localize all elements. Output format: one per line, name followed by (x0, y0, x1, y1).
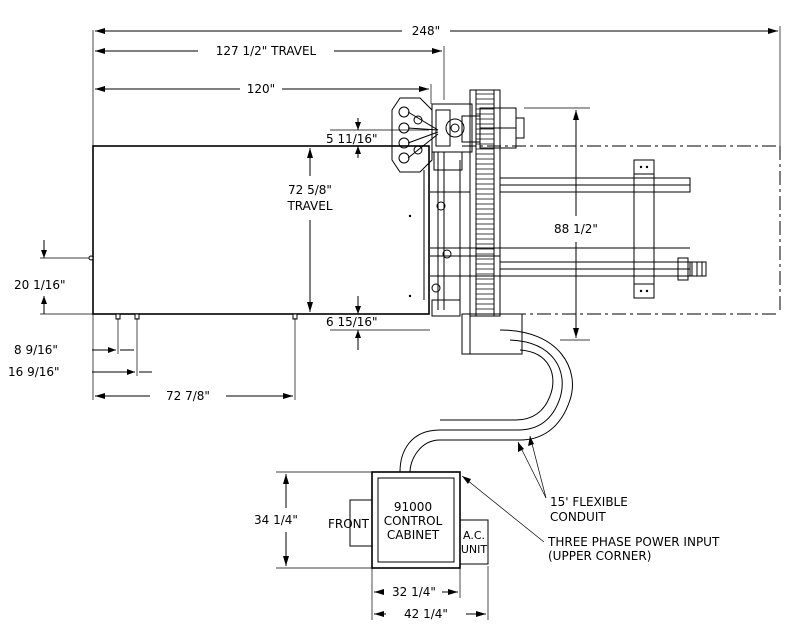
dim-width-88-label: 88 1/2" (554, 222, 598, 236)
dim-height-20 (40, 240, 93, 315)
dim-travel-x-label: 127 1/2" TRAVEL (216, 44, 317, 58)
cabinet-model: 91000 (394, 500, 432, 514)
ac-unit (459, 519, 489, 565)
machine-table (92, 145, 430, 315)
dim-cabinet-width-outer (374, 566, 489, 620)
dim-offset-bottom-label: 6 15/16" (326, 315, 378, 329)
cabinet-name: CABINET (387, 528, 440, 542)
dim-width-72-label: 72 7/8" (166, 389, 210, 403)
dim-offset-top-label: 5 11/16" (326, 132, 378, 146)
ac-unit-line1: A.C. (463, 529, 485, 542)
dim-cabinet-width-inner (371, 566, 461, 620)
dim-leg-1 (92, 318, 134, 354)
dim-leg-2 (92, 318, 152, 376)
dim-width-88 (524, 107, 590, 341)
dim-overall-length (95, 26, 781, 146)
conduit-callout-line1: 15' FLEXIBLE (550, 495, 628, 509)
power-input-leader (461, 475, 545, 543)
dim-offset-top (320, 118, 429, 158)
ac-unit-line2: UNIT (461, 543, 488, 556)
conduit-callout-line2: CONDUIT (550, 510, 606, 524)
base-frame (430, 145, 781, 355)
dim-leg-1-label: 8 9/16" (14, 343, 58, 357)
dim-offset-bottom (330, 296, 430, 350)
dim-leg-2-label: 16 9/16" (8, 365, 60, 379)
dim-width-72 (95, 318, 296, 400)
cable-carrier (469, 89, 501, 317)
dim-travel-y-value: 72 5/8" (288, 183, 332, 197)
table-corner-pin (88, 255, 94, 261)
dim-cabinet-height (276, 471, 372, 569)
spindle-head (391, 97, 525, 317)
dim-length-120 (95, 84, 432, 104)
dim-travel-y (307, 148, 313, 312)
dim-travel-x (95, 46, 445, 100)
dim-overall-length-label: 248" (412, 24, 440, 38)
dim-travel-y-label: TRAVEL (286, 199, 332, 213)
dim-length-120-label: 120" (247, 82, 275, 96)
dim-cabinet-width-inner-label: 32 1/4" (392, 585, 436, 599)
power-callout-line2: (UPPER CORNER) (548, 549, 651, 563)
cabinet-control: CONTROL (384, 514, 443, 528)
power-callout-line1: THREE PHASE POWER INPUT (547, 535, 720, 549)
flexible-conduit (399, 329, 573, 473)
dim-cabinet-height-label: 34 1/4" (254, 513, 298, 527)
dim-cabinet-width-outer-label: 42 1/4" (404, 607, 448, 621)
control-cabinet (349, 471, 489, 569)
conduit-leader (517, 435, 547, 499)
front-label: FRONT (328, 517, 370, 531)
dim-height-20-label: 20 1/16" (14, 278, 66, 292)
